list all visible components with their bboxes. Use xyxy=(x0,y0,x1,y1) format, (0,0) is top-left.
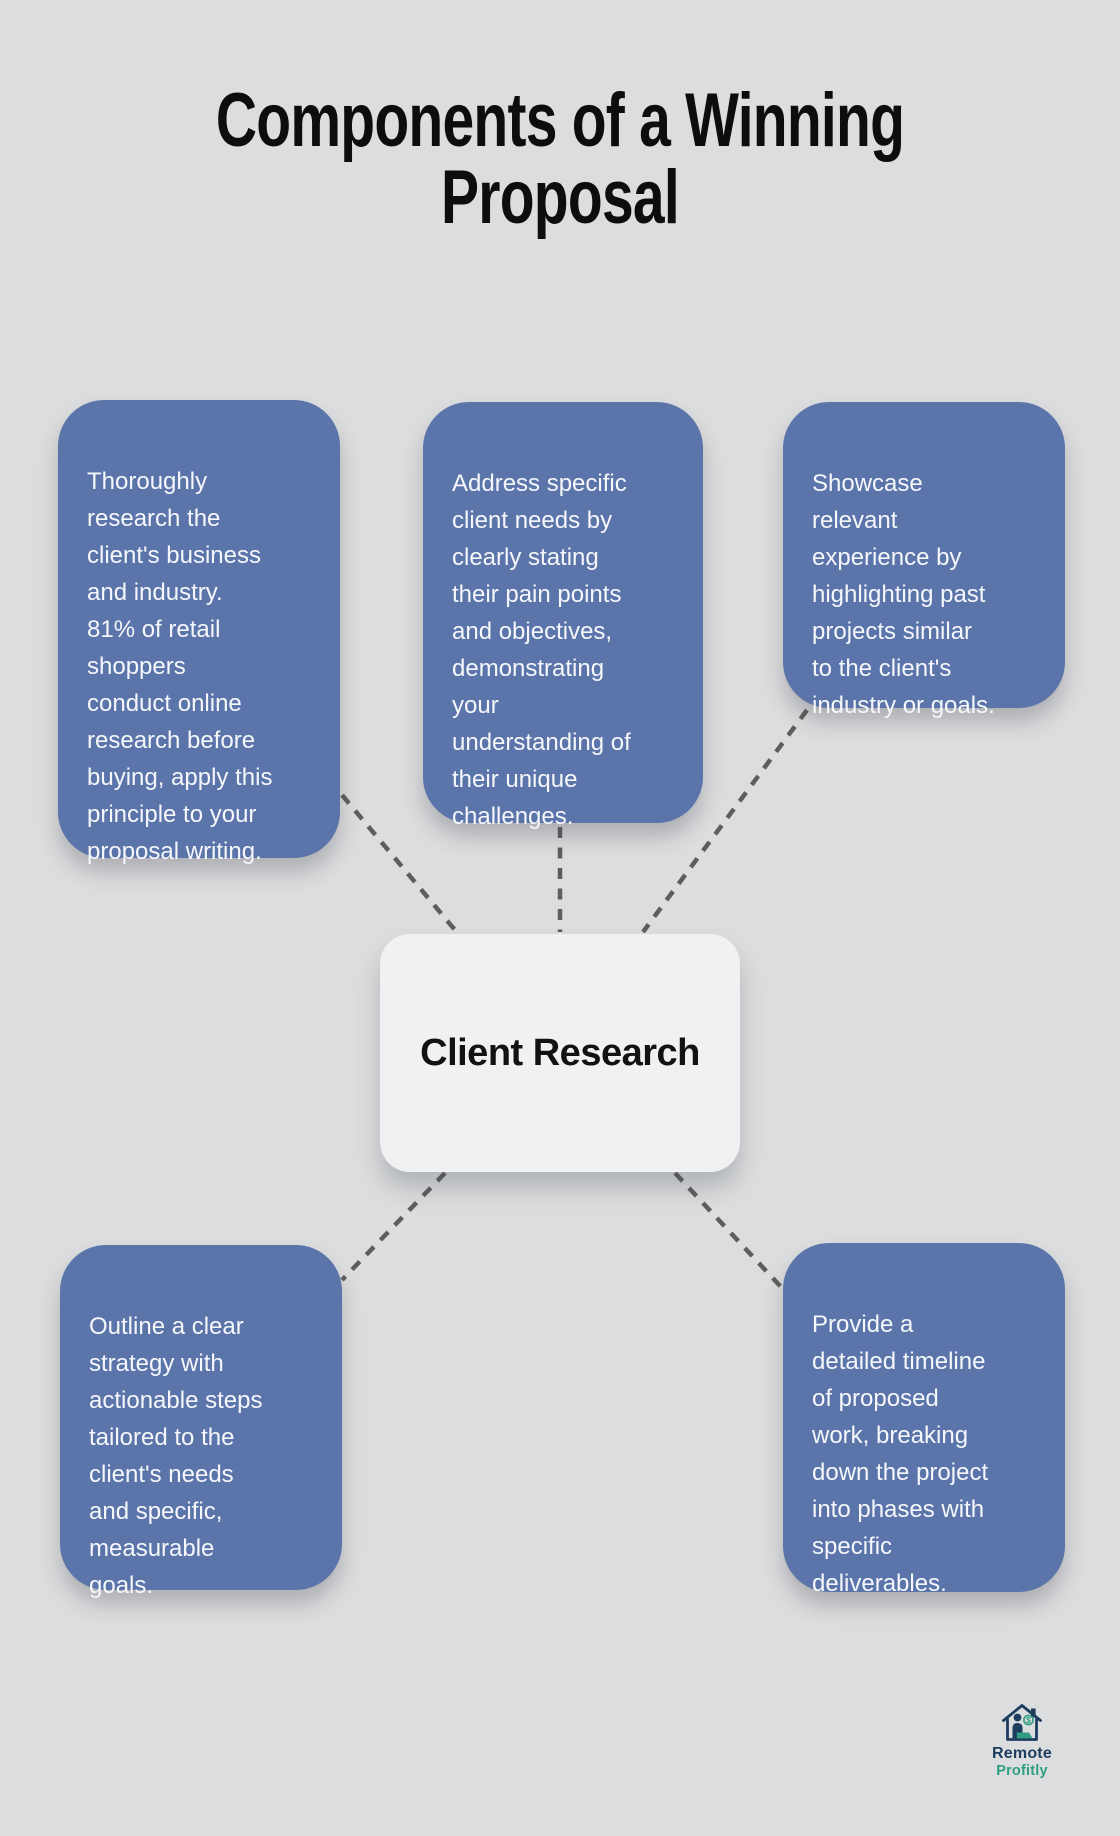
node-client-research-tip-3: Showcase relevant experience by highligh… xyxy=(783,402,1065,719)
node-client-research-tip-4: Outline a clear strategy with actionable… xyxy=(60,1245,342,1599)
logo-name-remote: Remote xyxy=(992,1745,1052,1762)
connector-bottom-right xyxy=(673,1171,784,1290)
remote-profitly-house-icon: $ xyxy=(1002,1704,1042,1741)
node-text: Address specific client needs by clearly… xyxy=(452,470,631,830)
svg-text:$: $ xyxy=(1026,1715,1031,1725)
node-client-research-tip-1: Thoroughly research the client's busines… xyxy=(58,400,340,865)
node-client-research-tip-5: Provide a detailed timeline of proposed … xyxy=(783,1243,1065,1597)
node-client-research-tip-2: Address specific client needs by clearly… xyxy=(423,402,703,830)
node-text: Outline a clear strategy with actionable… xyxy=(89,1313,263,1599)
node-text: Showcase relevant experience by highligh… xyxy=(812,470,995,719)
logo: $ Remote Profitly xyxy=(972,1702,1072,1779)
node-text: Provide a detailed timeline of proposed … xyxy=(812,1311,989,1597)
logo-name-profitly: Profitly xyxy=(996,1763,1048,1779)
connector-bottom-left xyxy=(340,1171,447,1282)
node-text: Thoroughly research the client's busines… xyxy=(87,468,273,865)
connector-top-left xyxy=(340,793,457,932)
central-topic-label: Client Research xyxy=(420,1031,700,1074)
central-topic-box: Client Research xyxy=(380,934,740,1172)
page-title: Components of a Winning Proposal xyxy=(215,78,905,240)
